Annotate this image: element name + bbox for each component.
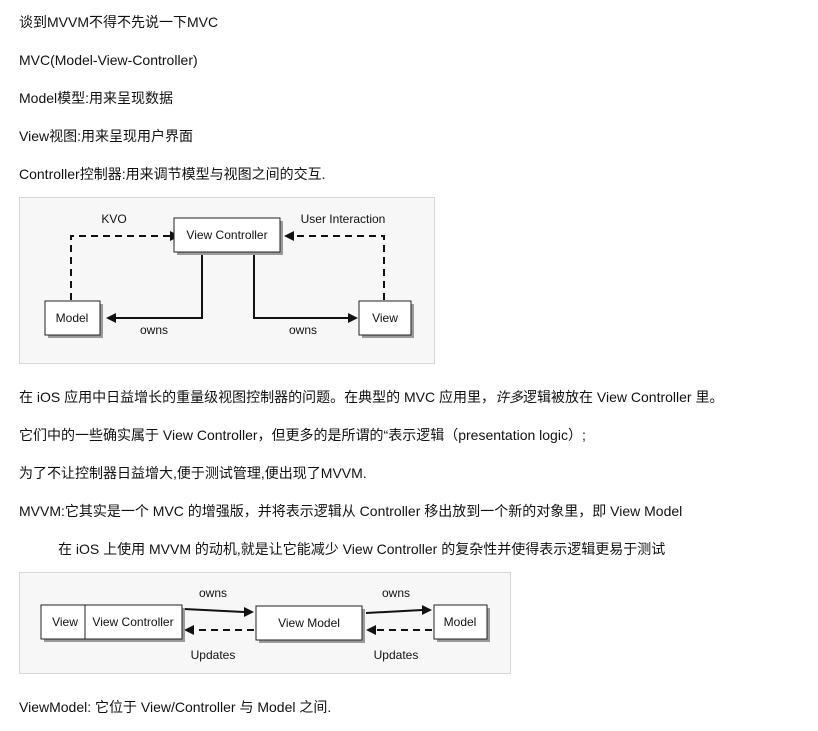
paragraph-viewmodel: ViewModel: 它位于 View/Controller 与 Model 之… xyxy=(19,699,332,715)
view-model-box xyxy=(255,605,363,641)
view-box xyxy=(358,300,412,336)
view-controller-label: View Controller xyxy=(186,228,267,242)
owns-right-label: owns xyxy=(289,323,317,337)
paragraph-controller: Controller控制器:用来调节模型与视图之间的交互. xyxy=(19,166,326,182)
model-label: Model xyxy=(56,311,89,325)
updates-left-label: Updates xyxy=(191,648,236,662)
mvvm-owns-right-label: owns xyxy=(382,586,410,600)
mvvm-owns-left-label: owns xyxy=(199,586,227,600)
paragraph-intro: 谈到MVVM不得不先说一下MVC xyxy=(19,14,219,30)
emphasis-many: 许多 xyxy=(495,389,524,405)
mvvm-diagram: View View Controller View Model Model ow… xyxy=(19,572,511,674)
paragraph-view: View视图:用来呈现用户界面 xyxy=(19,128,193,144)
kvo-label: KVO xyxy=(101,212,126,226)
paragraph-motivation: 在 iOS 上使用 MVVM 的动机,就是让它能减少 View Controll… xyxy=(58,541,666,557)
mvvm-view-controller-label: View Controller xyxy=(92,615,173,629)
paragraph-why-mvvm: 为了不让控制器日益增大,便于测试管理,便出现了MVVM. xyxy=(19,465,367,481)
view-label: View xyxy=(372,311,398,325)
user-interaction-arrow xyxy=(294,235,385,300)
updates-right-label: Updates xyxy=(374,648,419,662)
paragraph-model: Model模型:用来呈现数据 xyxy=(19,90,174,106)
paragraph-mvc-title: MVC(Model-View-Controller) xyxy=(19,52,198,68)
view-viewcontroller-box xyxy=(40,604,183,640)
paragraph-mvvm-def: MVVM:它其实是一个 MVC 的增强版，并将表示逻辑从 Controller … xyxy=(19,503,683,519)
paragraph-heavy-vc: 在 iOS 应用中日益增长的重量级视图控制器的问题。在典型的 MVC 应用里，许… xyxy=(19,389,724,405)
owns-model-arrow xyxy=(116,254,203,319)
owns-model-arrow-2 xyxy=(365,609,423,614)
owns-view-arrow xyxy=(253,254,348,319)
mvvm-model-box xyxy=(433,604,488,640)
mvvm-view-label: View xyxy=(52,615,78,629)
owns-viewmodel-arrow xyxy=(183,608,245,613)
mvc-diagram: View Controller Model View KVO User Inte… xyxy=(19,197,435,364)
user-interaction-label: User Interaction xyxy=(301,212,386,226)
owns-left-label: owns xyxy=(140,323,168,337)
view-model-label: View Model xyxy=(278,616,340,630)
view-controller-box xyxy=(173,217,281,253)
kvo-arrow xyxy=(70,235,170,300)
paragraph-presentation-logic: 它们中的一些确实属于 View Controller，但更多的是所谓的“表示逻辑… xyxy=(19,427,586,443)
mvvm-model-label: Model xyxy=(444,615,477,629)
model-box xyxy=(44,300,101,336)
